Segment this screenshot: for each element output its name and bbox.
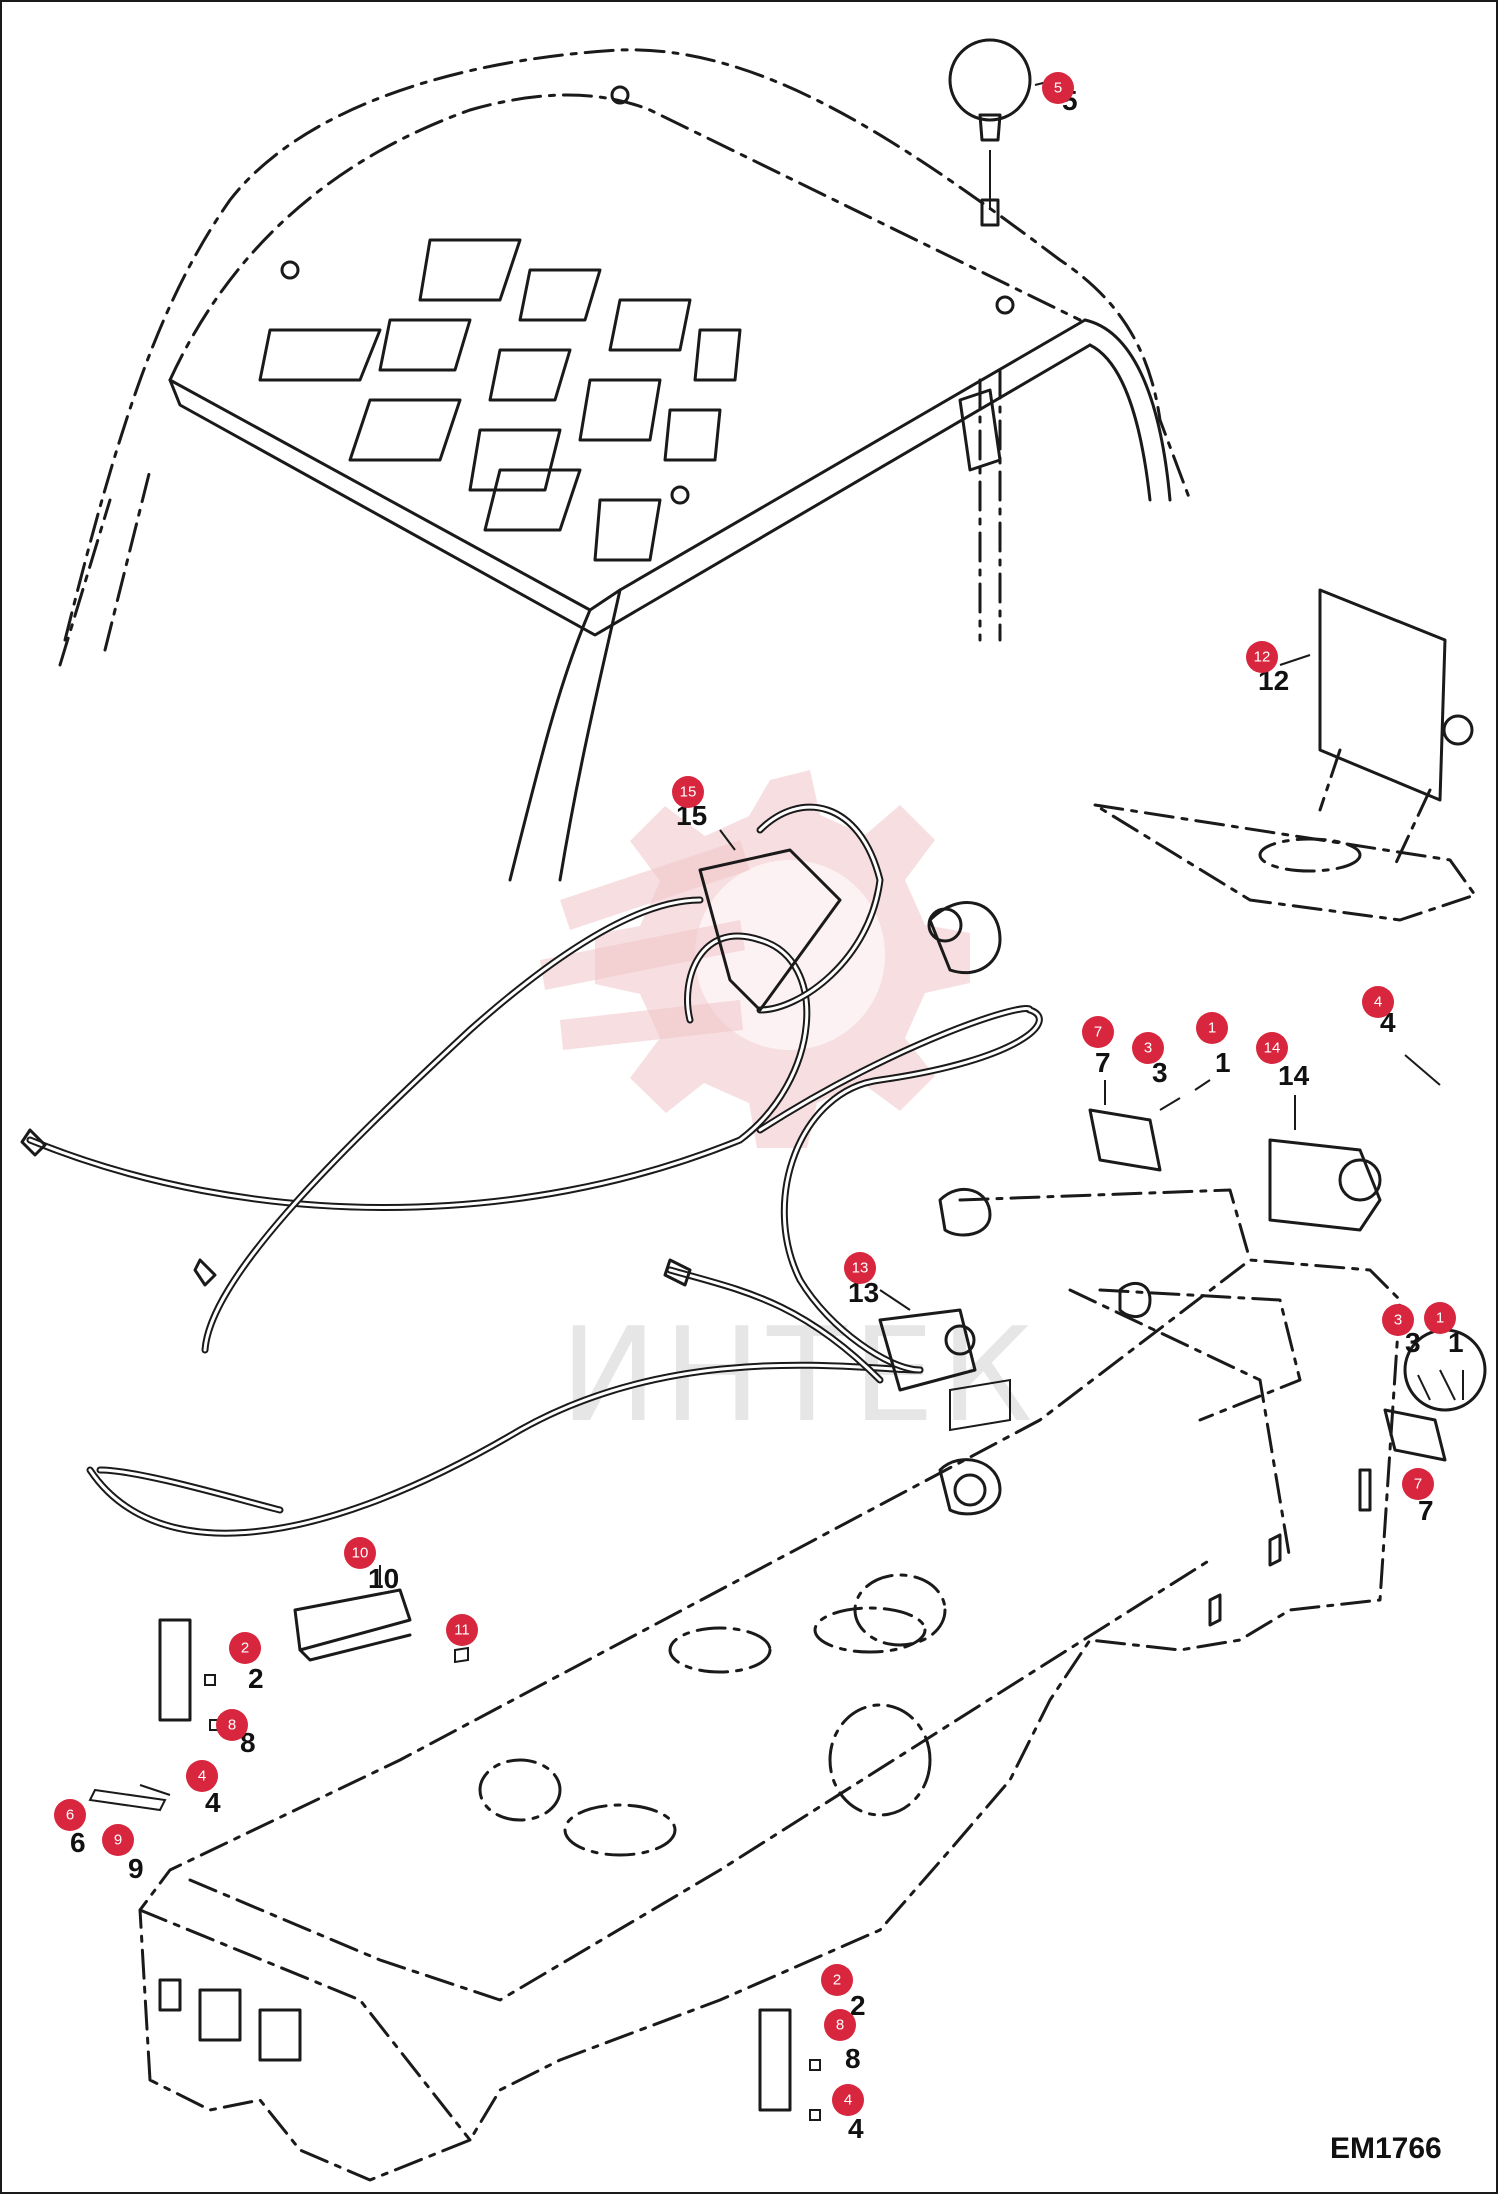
svg-text:8: 8 [228,1717,236,1734]
part-number-2: 2 [850,1990,866,2021]
callout-marker-11[interactable]: 11 [446,1614,478,1646]
callout-marker-15[interactable]: 15 [672,776,704,808]
callout-marker-14[interactable]: 14 [1256,1032,1288,1064]
part-number-6: 6 [70,1827,86,1858]
svg-text:4: 4 [1374,994,1382,1011]
part-number-8: 8 [845,2043,861,2074]
svg-text:3: 3 [1394,1312,1402,1329]
callout-marker-1[interactable]: 1 [1424,1302,1456,1334]
svg-text:7: 7 [1094,1024,1102,1041]
rops-cab [58,48,1192,882]
svg-text:5: 5 [1054,80,1062,97]
part-number-4: 4 [205,1787,221,1818]
svg-text:4: 4 [198,1768,206,1785]
part-number-1: 1 [1448,1327,1464,1358]
callout-marker-1[interactable]: 1 [1196,1012,1228,1044]
svg-text:4: 4 [844,2092,852,2109]
svg-text:2: 2 [833,1972,841,1989]
svg-text:7: 7 [1414,1476,1422,1493]
svg-text:8: 8 [836,2017,844,2034]
svg-text:2: 2 [241,1640,249,1657]
part-number-14: 14 [1278,1060,1310,1091]
part-number-2: 2 [248,1663,264,1694]
part-number-9: 9 [128,1853,144,1884]
svg-text:1: 1 [1208,1020,1216,1037]
callout-marker-7[interactable]: 7 [1402,1468,1434,1500]
svg-text:11: 11 [454,1622,470,1639]
part-number-3: 3 [1405,1327,1421,1358]
part-number-1: 1 [1215,1047,1231,1078]
callout-marker-3[interactable]: 3 [1132,1032,1164,1064]
svg-text:6: 6 [66,1807,74,1824]
callout-marker-8[interactable]: 8 [824,2009,856,2041]
svg-text:15: 15 [680,784,697,801]
part-number-7: 7 [1095,1047,1111,1078]
callout-marker-12[interactable]: 12 [1246,641,1278,673]
callout-marker-5[interactable]: 5 [1042,72,1074,104]
callout-marker-13[interactable]: 13 [844,1252,876,1284]
callout-marker-3[interactable]: 3 [1382,1304,1414,1336]
svg-text:9: 9 [114,1832,122,1849]
callout-marker-2[interactable]: 2 [229,1632,261,1664]
callout-marker-9[interactable]: 9 [102,1824,134,1856]
svg-text:12: 12 [1254,649,1271,666]
hose-harness [20,803,1043,1537]
svg-text:3: 3 [1144,1040,1152,1057]
callout-marker-4[interactable]: 4 [186,1760,218,1792]
svg-text:13: 13 [852,1260,869,1277]
svg-text:10: 10 [352,1545,369,1562]
part-number-10: 10 [368,1563,399,1594]
loader-frame [138,1187,1402,2182]
beacon-light [948,38,1032,227]
callout-markers: 5 12 15 7 3 1 14 4 13 3 1 7 10 11 2 8 4 … [54,72,1456,2116]
callout-marker-7[interactable]: 7 [1082,1016,1114,1048]
mount-plate-assembly [1093,588,1477,922]
callout-marker-2[interactable]: 2 [821,1964,853,1996]
callout-marker-10[interactable]: 10 [344,1537,376,1569]
watermark-gear-logo [540,770,970,1148]
drawing-code: EM1766 [1330,2132,1442,2165]
callout-marker-4[interactable]: 4 [1362,986,1394,1018]
callout-marker-4[interactable]: 4 [832,2084,864,2116]
svg-text:14: 14 [1264,1040,1281,1057]
callout-marker-8[interactable]: 8 [216,1709,248,1741]
part-number-4: 4 [848,2113,864,2144]
part-number-7: 7 [1418,1495,1434,1526]
callout-marker-6[interactable]: 6 [54,1799,86,1831]
watermark-text: ИНТЕК [560,1299,1039,1451]
svg-text:1: 1 [1436,1310,1444,1327]
part-number-3: 3 [1152,1057,1168,1088]
